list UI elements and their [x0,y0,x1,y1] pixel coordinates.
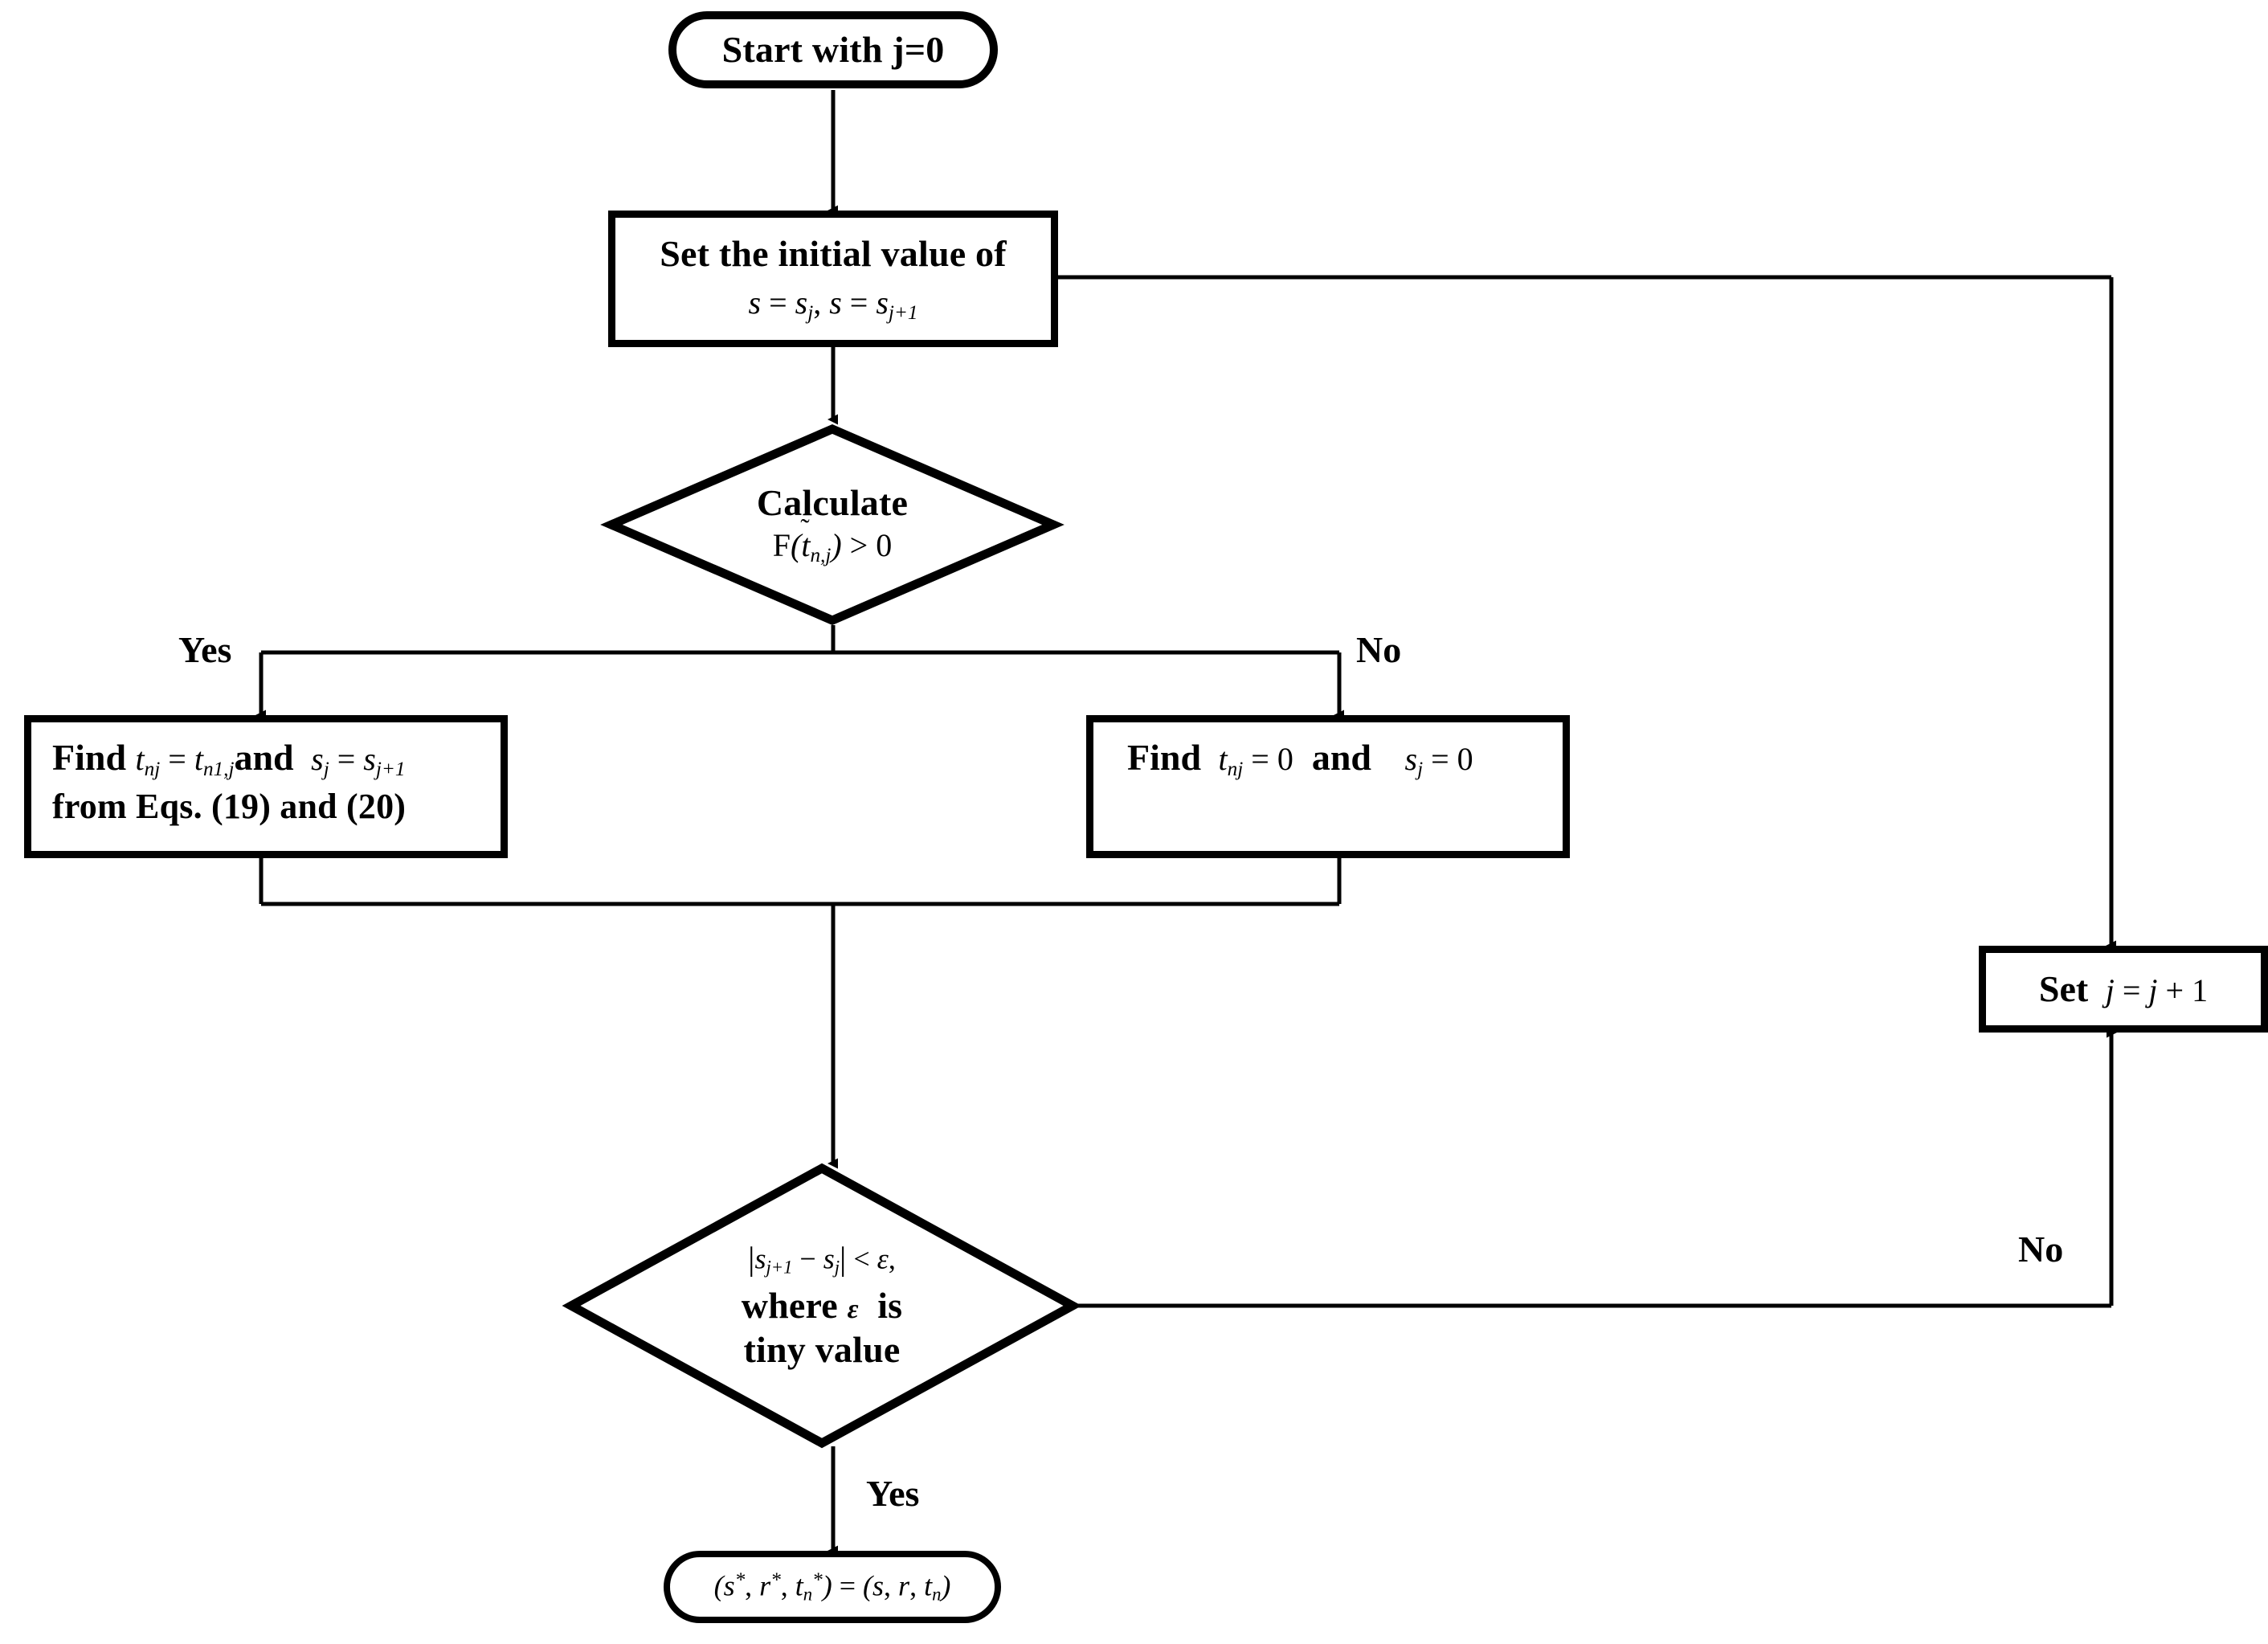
node-decision-epsilon[interactable]: |sj+1 − sj| < ε, where ε is tiny value [562,1163,1082,1449]
node-set-initial-value-math: s = sj, s = sj+1 [748,284,918,325]
node-decision-calculate-line1: Calculate [756,481,909,523]
node-decision-epsilon-line2: where ε is [741,1284,903,1326]
node-decision-calculate[interactable]: Calculate F(˜tn,j) > 0 [600,424,1065,625]
node-find-no-branch[interactable]: Find tnj = 0 and sj = 0 [1086,715,1570,858]
edge-label-yes-top: Yes [178,629,232,670]
node-decision-epsilon-line3: tiny value [743,1329,901,1371]
decision-epsilon-shape [562,1163,1082,1449]
node-start-label: Start with j=0 [721,29,945,71]
node-find-yes-branch[interactable]: Find tnj = tn1,jand sj = sj+1 from Eqs. … [24,715,508,858]
node-decision-epsilon-math: |sj+1 − sj| < ε, [748,1240,896,1278]
node-find-yes-line1: Find tnj = tn1,jand sj = sj+1 [52,737,406,781]
node-set-initial-value[interactable]: Set the initial value of s = sj, s = sj+… [608,211,1058,347]
edge-label-yes-bottom: Yes [866,1473,920,1514]
node-decision-calculate-math: F(˜tn,j) > 0 [772,513,893,567]
node-set-initial-value-line1: Set the initial value of [660,232,1007,274]
node-end-math: (s*, r*, tn*) = (s, r, tn) [713,1568,951,1605]
decision-calculate-shape [600,424,1065,625]
node-find-no-line1: Find tnj = 0 and sj = 0 [1127,737,1473,781]
node-set-j-increment-text: Set j = j + 1 [2038,967,2209,1009]
node-find-yes-line2: from Eqs. (19) and (20) [52,787,407,827]
node-end[interactable]: (s*, r*, tn*) = (s, r, tn) [664,1551,1001,1623]
node-set-j-increment[interactable]: Set j = j + 1 [1979,946,2268,1033]
node-start[interactable]: Start with j=0 [668,11,998,88]
edge-label-no-right: No [2018,1229,2064,1270]
edge-label-no-top: No [1356,629,1402,670]
